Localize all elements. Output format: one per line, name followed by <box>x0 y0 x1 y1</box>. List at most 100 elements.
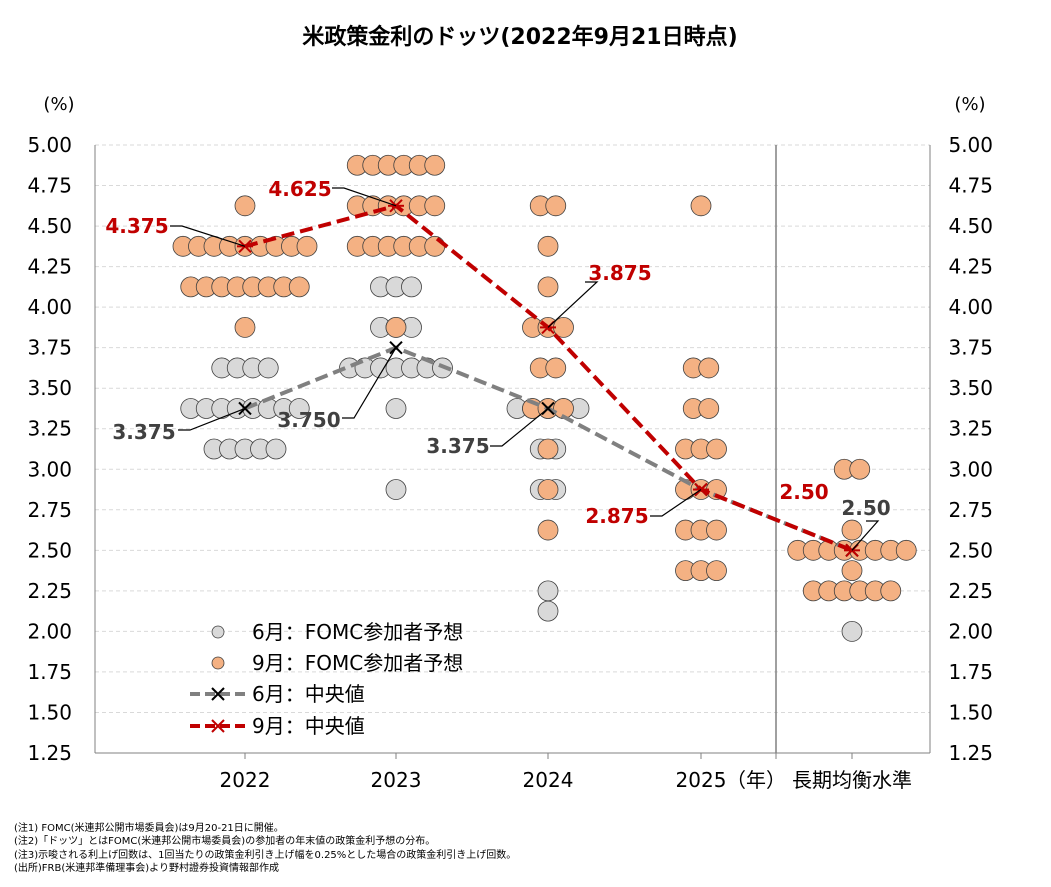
dot <box>265 438 287 460</box>
y-tick-label-right: 2.00 <box>948 619 993 643</box>
legend-marker-stroke <box>211 687 225 701</box>
legend-dot-icon <box>211 656 225 670</box>
y-tick-label-right: 1.50 <box>948 700 993 724</box>
dot <box>895 539 917 561</box>
x-tick-label: 2024 <box>523 768 574 792</box>
y-tick-label-left: 2.00 <box>27 619 72 643</box>
footnote: (注2)「ドッツ」とはFOMC(米連邦公開市場委員会)の参加者の年末値の政策金利… <box>14 836 436 848</box>
y-tick-label-left: 4.00 <box>27 295 72 319</box>
dot <box>706 519 727 541</box>
y-tick-label-right: 3.50 <box>948 376 993 400</box>
annotation-leader <box>547 281 599 328</box>
dot <box>385 479 407 500</box>
y-tick-label-right: 2.50 <box>948 538 993 562</box>
legend: 6月：FOMC参加者予想 9月：FOMC参加者予想 6月：中央値 9月：中央値 <box>190 620 463 738</box>
y-unit-right: (%) <box>954 94 985 115</box>
y-tick-label-left: 1.25 <box>27 741 72 765</box>
year-axis-label: （年） <box>726 768 786 792</box>
annotation-leader <box>490 408 549 447</box>
y-tick-label-left: 4.50 <box>27 214 72 238</box>
dot <box>537 580 559 602</box>
annotation-label: 3.375 <box>426 434 489 458</box>
annotation-leader <box>851 520 880 551</box>
dot <box>401 276 422 298</box>
annotation-label: 3.375 <box>112 420 175 444</box>
dot <box>706 560 727 581</box>
y-tick-label-left: 4.75 <box>27 174 72 198</box>
y-tick-label-left: 3.50 <box>27 376 72 400</box>
dot <box>385 316 407 338</box>
dot <box>698 357 720 379</box>
annotation-label: 2.50 <box>779 480 828 504</box>
legend-label: 6月：中央値 <box>252 682 365 706</box>
grid-layer <box>95 144 930 713</box>
dot <box>537 479 559 500</box>
x-tick-label: 2022 <box>220 768 271 792</box>
x-tick-label: 長期均衡水準 <box>792 768 912 792</box>
footnotes: (注1) FOMC(米連邦公開市場委員会)は9月20-21日に開催。 (注2)「… <box>14 822 516 876</box>
y-tick-label-right: 3.00 <box>948 457 993 481</box>
y-tick-label-right: 4.25 <box>948 255 993 279</box>
annotation-label: 3.875 <box>588 261 651 285</box>
y-tick-label-left: 2.25 <box>27 579 72 603</box>
y-unit-left: (%) <box>43 94 74 115</box>
dot <box>841 519 863 541</box>
chart-title: 米政策金利のドッツ(2022年9月21日時点) <box>302 24 737 50</box>
y-tick-label-right: 1.25 <box>948 741 993 765</box>
y-tick-label-right: 2.75 <box>948 498 993 522</box>
y-tick-label-left: 3.00 <box>27 457 72 481</box>
annotation-layer: 4.375 4.625 3.875 2.875 2.50 3.375 3.750 3.375 2… <box>105 177 891 551</box>
legend-marker-stroke <box>211 719 225 733</box>
dot <box>841 621 863 642</box>
annotation-label: 2.875 <box>585 504 648 528</box>
dot <box>424 195 446 217</box>
annotation-label: 3.750 <box>277 408 340 432</box>
x-tick-label: 2025 <box>676 768 727 792</box>
legend-label: 9月：中央値 <box>252 714 365 738</box>
dot <box>537 235 559 257</box>
annotation-leader <box>170 225 246 247</box>
annotation-leader <box>650 489 702 517</box>
y-tick-label-right: 4.00 <box>948 295 993 319</box>
footnote: (注1) FOMC(米連邦公開市場委員会)は9月20-21日に開催。 <box>14 823 284 834</box>
dot-plot-chart: 米政策金利のドッツ(2022年9月21日時点) (%) (%) （年） 5.00… <box>27 24 993 792</box>
dot <box>257 357 279 379</box>
annotation-leader <box>178 407 246 431</box>
dot <box>690 195 712 217</box>
annotation-label: 2.50 <box>841 496 890 520</box>
legend-label: 9月：FOMC参加者予想 <box>252 651 463 675</box>
footnote: (出所)FRB(米連邦準備理事会)より野村證券投資情報部作成 <box>14 863 279 875</box>
footnote: (注3)示唆される利上げ回数は、1回当たりの政策金利引き上げ幅を0.25%とした… <box>14 849 517 861</box>
y-tick-label-left: 2.75 <box>27 498 72 522</box>
legend-label: 6月：FOMC参加者予想 <box>252 620 463 644</box>
y-tick-label-left: 4.25 <box>27 255 72 279</box>
x-tick-label: 2023 <box>371 768 422 792</box>
dot <box>424 154 446 176</box>
annotation-leader <box>332 187 397 207</box>
dot <box>849 458 871 480</box>
y-tick-label-left: 2.50 <box>27 538 72 562</box>
dot <box>424 235 446 257</box>
y-tick-label-left: 3.75 <box>27 336 72 360</box>
dot <box>706 438 727 460</box>
dot <box>537 276 559 298</box>
dot <box>234 316 256 338</box>
dot <box>288 398 310 419</box>
y-tick-label-right: 3.75 <box>948 336 993 360</box>
dot <box>545 195 567 217</box>
y-tick-label-right: 2.25 <box>948 579 993 603</box>
annotation-leader <box>342 347 397 419</box>
y-tick-label-left: 3.25 <box>27 417 72 441</box>
dot <box>841 560 863 581</box>
annotation-label: 4.625 <box>268 177 331 201</box>
dot <box>698 398 720 419</box>
y-tick-label-right: 1.75 <box>948 660 993 684</box>
legend-dot-icon <box>211 625 225 639</box>
annotation-label: 4.375 <box>105 214 168 238</box>
dot <box>545 357 567 379</box>
y-tick-label-right: 5.00 <box>948 133 993 157</box>
y-tick-label-right: 4.50 <box>948 214 993 238</box>
dot <box>296 235 318 257</box>
dot <box>537 600 559 622</box>
